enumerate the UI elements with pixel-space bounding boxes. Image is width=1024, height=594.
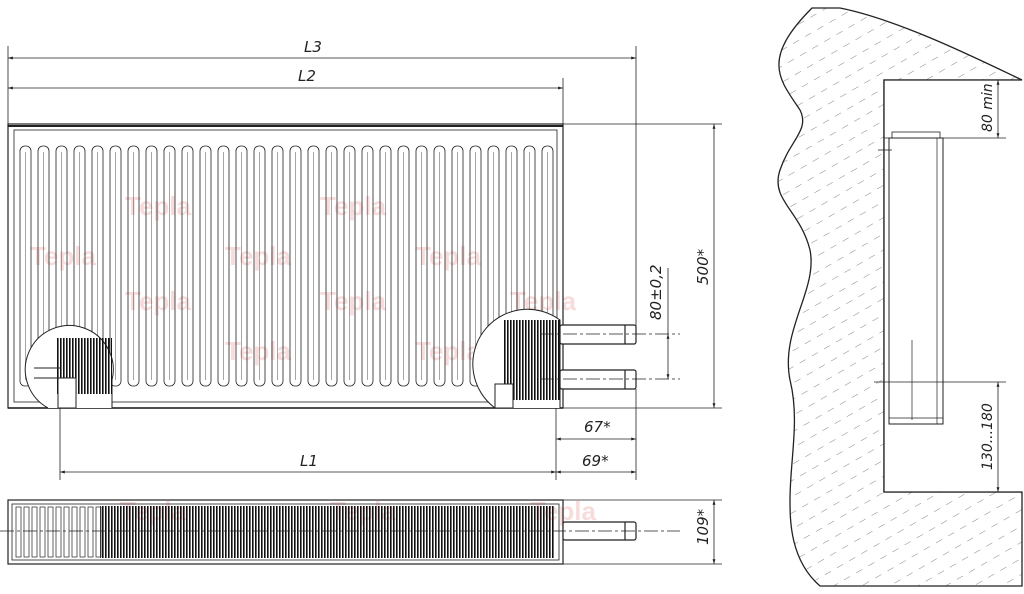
top-view	[0, 499, 722, 565]
fin-column	[325, 145, 338, 387]
label-floor-clearance: 130...180	[980, 403, 996, 470]
radiator-side	[888, 137, 944, 425]
fin-column	[415, 145, 428, 387]
right-detail	[472, 308, 561, 409]
label-depth: 109*	[694, 508, 712, 545]
connection-pipes	[540, 324, 680, 390]
grille-slot	[87, 506, 94, 558]
grille-slot	[71, 506, 78, 558]
fin-column	[379, 145, 392, 387]
radiator-inner-frame	[13, 129, 558, 403]
watermark-text: Tepla	[225, 336, 292, 366]
fin-column	[451, 145, 464, 387]
side-dimension-labels: 80 min 130...180	[980, 83, 996, 470]
label-l2: L2	[298, 67, 316, 85]
fin-column	[145, 145, 158, 387]
label-l1: L1	[300, 452, 318, 470]
grille-slot	[47, 506, 54, 558]
fin-column	[361, 145, 374, 387]
grille-slot	[63, 506, 70, 558]
fin-column	[433, 145, 446, 387]
fin-column	[343, 145, 356, 387]
watermark-text: Tepla	[125, 191, 192, 221]
label-height: 500*	[694, 248, 712, 285]
fin-column	[289, 145, 302, 387]
grille-slot	[23, 506, 30, 558]
front-dimensions	[7, 46, 722, 480]
fin-column	[397, 145, 410, 387]
label-l3: L3	[304, 38, 322, 56]
fin-column	[19, 145, 32, 387]
front-dimension-labels: L3 L2 L1 67* 69* 500* 80±0,2	[298, 38, 712, 470]
fin-column	[127, 145, 140, 387]
fin-column	[253, 145, 266, 387]
watermark-text: Tepla	[415, 241, 482, 271]
watermark-text: Tepla	[125, 286, 192, 316]
fin-column	[181, 145, 194, 387]
top-grille-light	[15, 506, 102, 558]
label-top-clearance: 80 min	[980, 83, 996, 132]
watermark-text: Tepla	[415, 336, 482, 366]
left-detail	[24, 325, 114, 409]
fin-column	[307, 145, 320, 387]
label-spacing: 80±0,2	[647, 264, 665, 320]
fin-column	[163, 145, 176, 387]
side-view	[777, 7, 1023, 587]
watermark-text: Tepla	[320, 191, 387, 221]
lower-pipe	[559, 369, 637, 390]
fin-column	[235, 145, 248, 387]
fin-column	[271, 145, 284, 387]
grille-slot	[39, 506, 46, 558]
fin-column	[199, 145, 212, 387]
fin-column	[469, 145, 482, 387]
grille-slot	[31, 506, 38, 558]
fin-column	[217, 145, 230, 387]
watermark-text: Tepla	[320, 286, 387, 316]
grille-slot	[79, 506, 86, 558]
fin-column	[109, 145, 122, 387]
label-69: 69*	[582, 452, 609, 470]
grille-slot	[55, 506, 62, 558]
upper-pipe	[559, 324, 637, 345]
watermark-text: Tepla	[30, 241, 97, 271]
top-grille-dark	[100, 506, 555, 558]
label-67: 67*	[584, 418, 611, 436]
grille-slot	[15, 506, 22, 558]
watermark-text: Tepla	[225, 241, 292, 271]
